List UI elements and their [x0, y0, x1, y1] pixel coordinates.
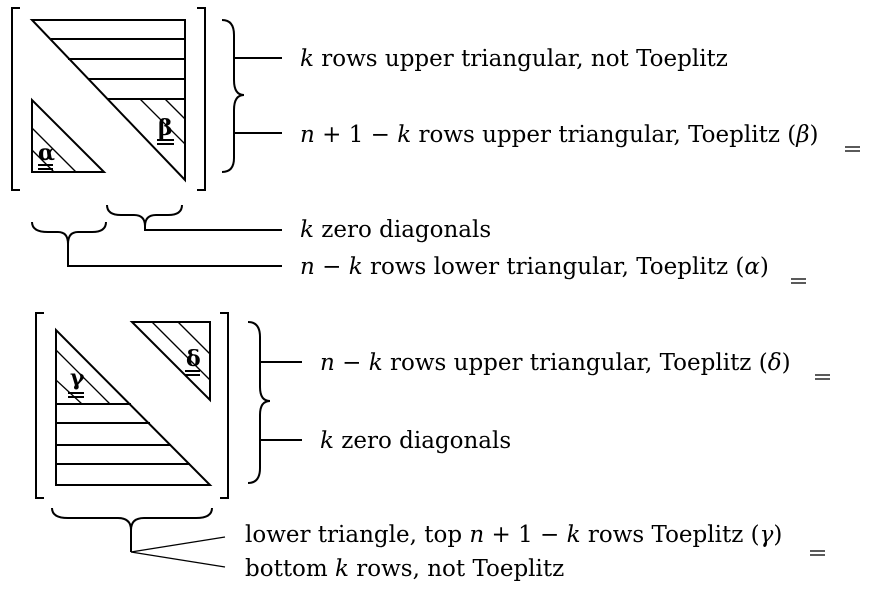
upper-matrix-bottom-brace-left	[31, 221, 107, 245]
nk-lower-connector	[67, 244, 282, 267]
label-k-rows-not-toeplitz: k rows upper triangular, not Toeplitz	[300, 46, 728, 72]
label-k-zero-diagonals-upper: k zero diagonals	[300, 217, 491, 243]
lower-matrix-row-lines	[56, 403, 190, 465]
upper-matrix-beta-hatch	[139, 98, 186, 145]
label-nk-rows-upper-toeplitz-delta: n − k rows upper triangular, Toeplitz (δ…	[320, 350, 791, 376]
lower-matrix-delta-hatch	[151, 321, 211, 381]
delta-block-symbol: δ	[186, 346, 201, 372]
label-nk-rows-lower-toeplitz-alpha: n − k rows lower triangular, Toeplitz (α…	[300, 254, 769, 280]
label-lower-triangle-toeplitz-gamma: lower triangle, top n + 1 − k rows Toepl…	[245, 522, 782, 548]
upper-matrix: α β k rows upper triangular, not Toeplit…	[11, 7, 860, 284]
upper-matrix-right-bracket	[197, 7, 206, 191]
label-bottom-k-rows-not-toeplitz: bottom k rows, not Toeplitz	[245, 556, 564, 582]
gamma-block-symbol: γ	[70, 365, 85, 391]
lower-tri-connector	[130, 536, 226, 553]
lower-matrix-delta-triangle	[129, 321, 211, 403]
upper-matrix-bottom-brace-right	[106, 204, 183, 227]
label-n1k-rows-toeplitz-beta: n + 1 − k rows upper triangular, Toeplit…	[300, 122, 819, 148]
lower-matrix-right-brace	[247, 321, 271, 484]
lower-matrix: γ δ n − k rows upper triangular, Toeplit…	[35, 312, 830, 582]
upper-matrix-right-brace	[221, 19, 245, 173]
k-zero-connector	[144, 226, 282, 231]
beta-block-symbol: β	[158, 115, 173, 141]
bottom-rows-connector	[130, 551, 226, 568]
lower-matrix-right-bracket	[220, 312, 229, 499]
lower-matrix-bottom-brace	[51, 507, 213, 531]
label-k-zero-diagonals-lower: k zero diagonals	[320, 428, 511, 454]
lower-matrix-left-bracket	[35, 312, 44, 499]
lower-matrix-lower-triangle	[55, 327, 213, 486]
upper-matrix-row-lines	[51, 38, 185, 100]
upper-matrix-alpha-triangle	[31, 97, 107, 173]
alpha-block-symbol: α	[38, 140, 55, 166]
upper-matrix-left-bracket	[11, 7, 20, 191]
